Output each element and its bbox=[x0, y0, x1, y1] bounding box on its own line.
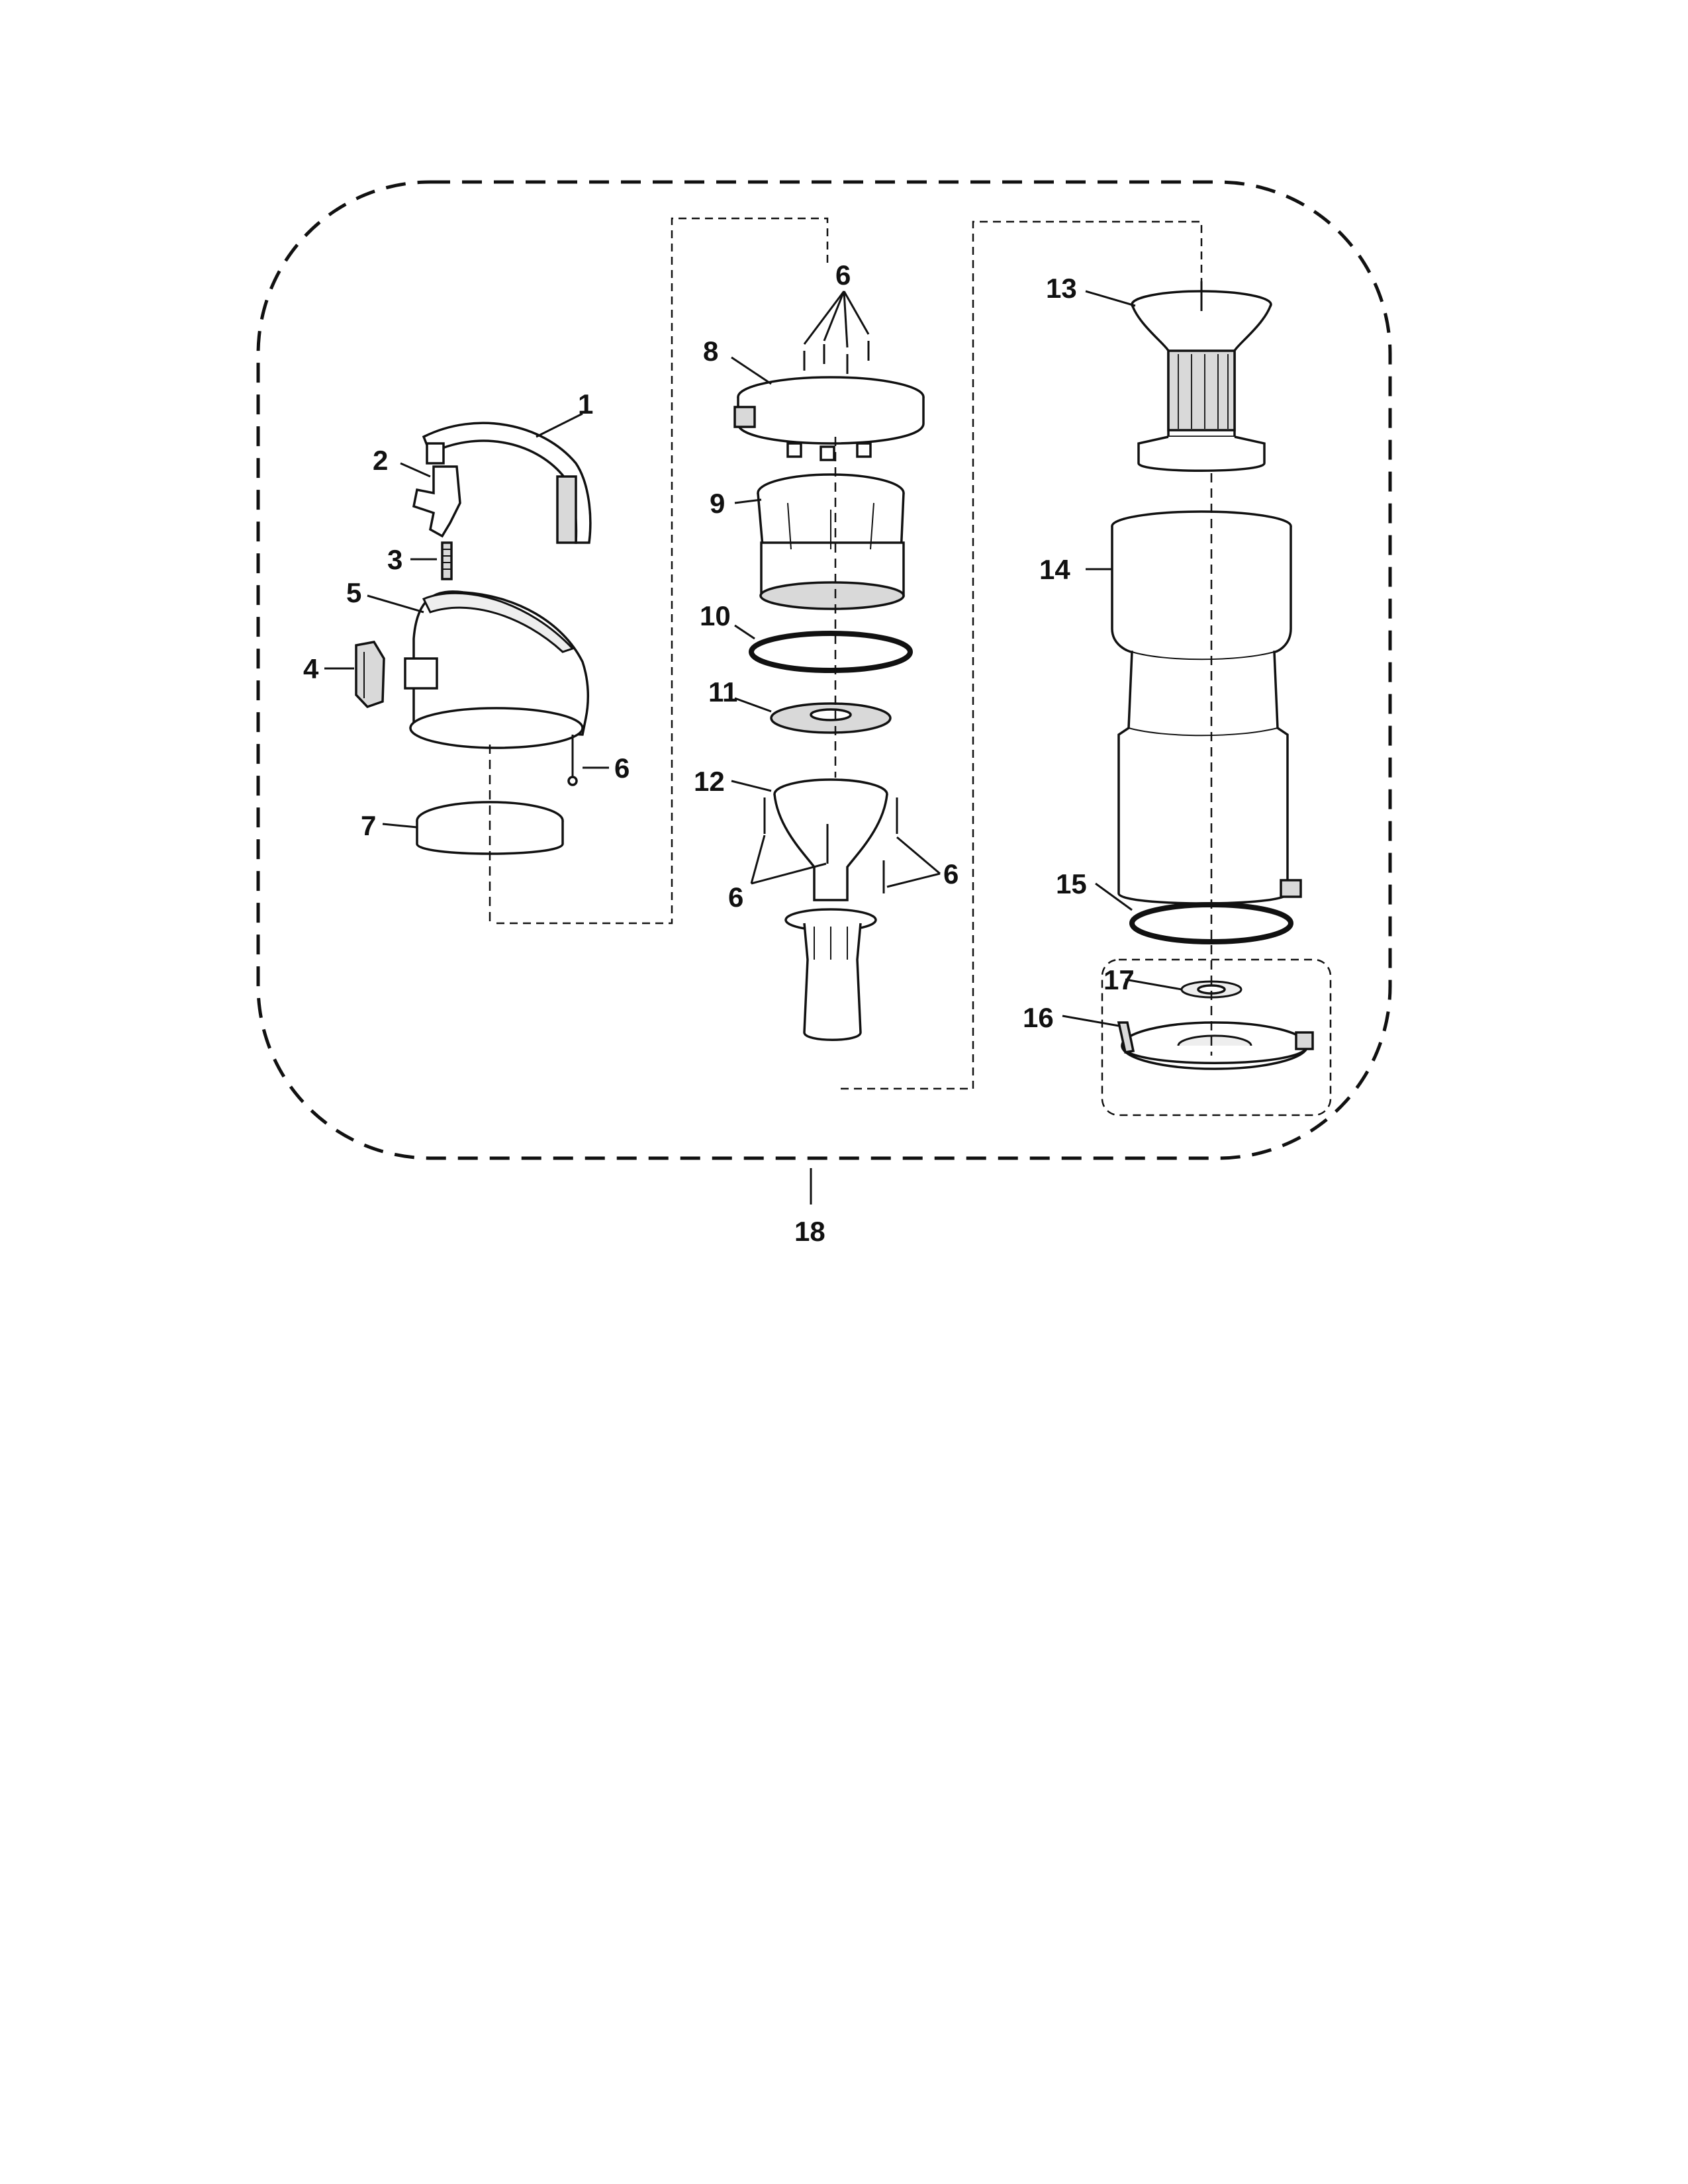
callout-18: 18 bbox=[794, 1216, 825, 1247]
callout-6-right: 6 bbox=[943, 858, 959, 889]
cyclone-tube bbox=[784, 908, 877, 1041]
leader-lines bbox=[324, 290, 1182, 1205]
part-11-plate bbox=[770, 702, 892, 734]
callout-8: 8 bbox=[703, 336, 718, 367]
callout-11: 11 bbox=[708, 676, 737, 707]
callout-5: 5 bbox=[346, 577, 361, 608]
callout-17: 17 bbox=[1103, 964, 1135, 995]
callout-13: 13 bbox=[1046, 273, 1077, 304]
part-13-filter bbox=[1131, 281, 1272, 472]
callout-10: 10 bbox=[700, 600, 731, 631]
callout-7: 7 bbox=[361, 810, 376, 841]
callout-6-lid: 6 bbox=[614, 752, 630, 784]
part-6-screws-top bbox=[803, 341, 870, 374]
part-3-spring bbox=[441, 541, 453, 580]
callout-12: 12 bbox=[694, 766, 725, 797]
group-line-center bbox=[496, 217, 829, 925]
part-14-dirt-cup bbox=[1111, 510, 1302, 905]
callout-1: 1 bbox=[578, 388, 593, 420]
callout-9: 9 bbox=[710, 488, 725, 519]
part-6-screw-lid bbox=[567, 735, 578, 786]
callout-4: 4 bbox=[303, 653, 319, 684]
part-5-lid bbox=[404, 590, 590, 749]
callout-6-top: 6 bbox=[835, 259, 851, 291]
callout-6-left: 6 bbox=[728, 882, 743, 913]
part-16-bottom-door bbox=[1117, 1021, 1314, 1070]
callout-15: 15 bbox=[1056, 868, 1087, 899]
callout-3: 3 bbox=[387, 544, 402, 575]
part-9-cyclone bbox=[757, 473, 905, 610]
group-line-right bbox=[841, 220, 1203, 1090]
part-12-funnel bbox=[763, 778, 898, 901]
part-2-latch bbox=[412, 465, 461, 538]
part-10-seal bbox=[749, 631, 913, 673]
callout-16: 16 bbox=[1023, 1002, 1054, 1033]
callout-14: 14 bbox=[1039, 554, 1070, 585]
assembly-boundary bbox=[256, 180, 1392, 1160]
part-4-button bbox=[355, 641, 385, 709]
part-8-top-ring bbox=[733, 376, 925, 461]
callout-2: 2 bbox=[373, 445, 388, 476]
base-group-box bbox=[1101, 958, 1332, 1116]
part-1-handle-cover bbox=[422, 422, 592, 544]
